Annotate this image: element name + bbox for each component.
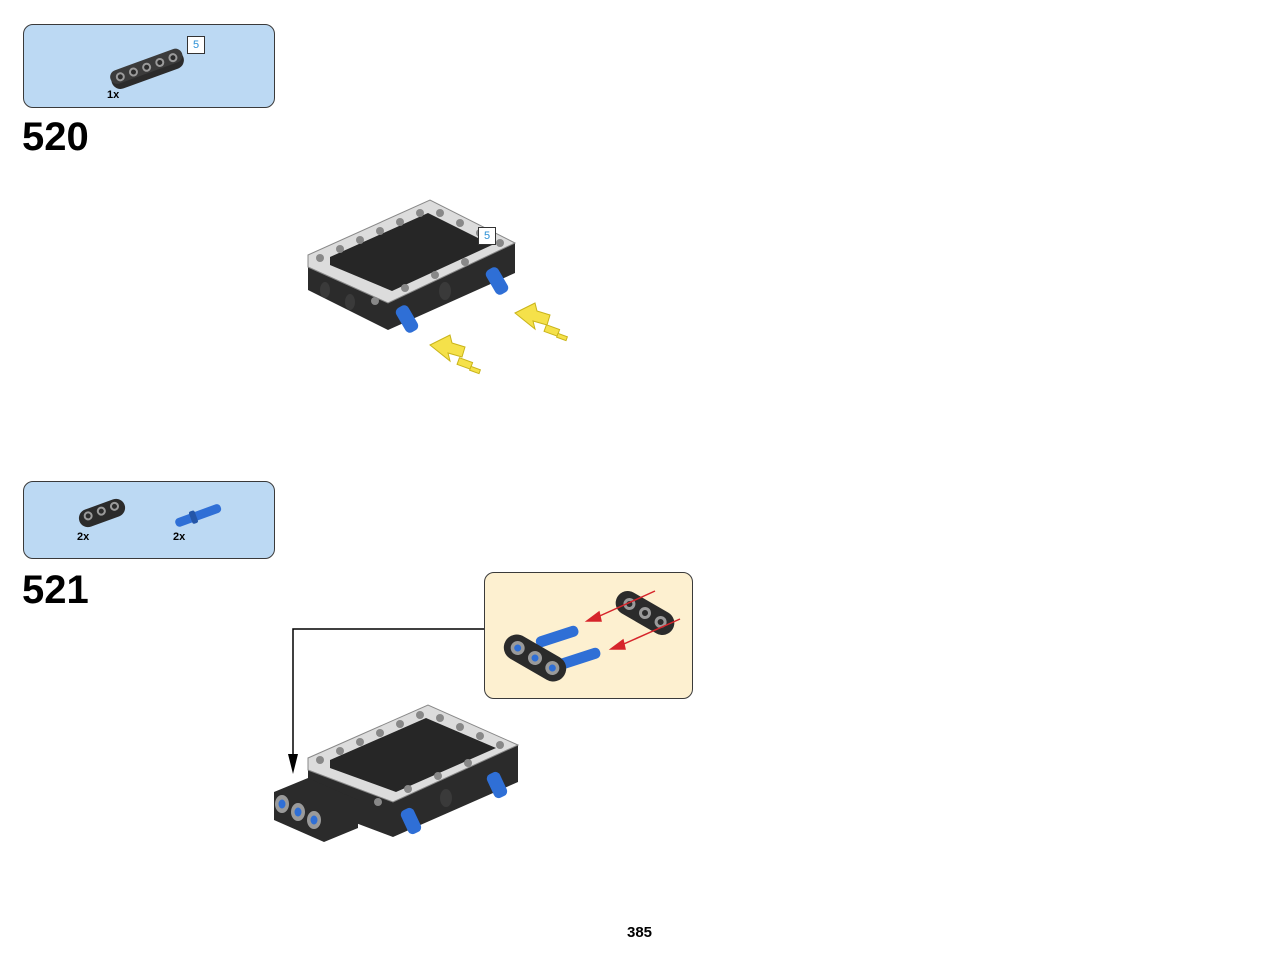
part-quantity: 2x bbox=[173, 531, 186, 543]
step-number-520: 520 bbox=[22, 115, 89, 159]
step-number-521: 521 bbox=[22, 568, 89, 612]
frame-assembly-icon bbox=[307, 199, 569, 375]
sub-assembly-icon bbox=[503, 590, 681, 682]
callout-connector-arrow bbox=[288, 628, 484, 774]
length-badge: 5 bbox=[187, 36, 205, 54]
page-number: 385 bbox=[627, 924, 653, 941]
sub-assembly-callout bbox=[484, 572, 693, 699]
beam-3-icon bbox=[78, 498, 126, 528]
step-520-parts-box: 5 1x bbox=[23, 24, 275, 108]
beam-5-icon bbox=[110, 48, 184, 89]
blue-pin-icon bbox=[175, 504, 222, 527]
length-badge: 5 bbox=[478, 227, 496, 245]
part-quantity: 2x bbox=[77, 531, 90, 543]
frame-assembly-icon bbox=[274, 704, 520, 842]
step-521-parts-box: 2x 2x bbox=[23, 481, 275, 559]
part-quantity: 1x bbox=[107, 89, 120, 101]
